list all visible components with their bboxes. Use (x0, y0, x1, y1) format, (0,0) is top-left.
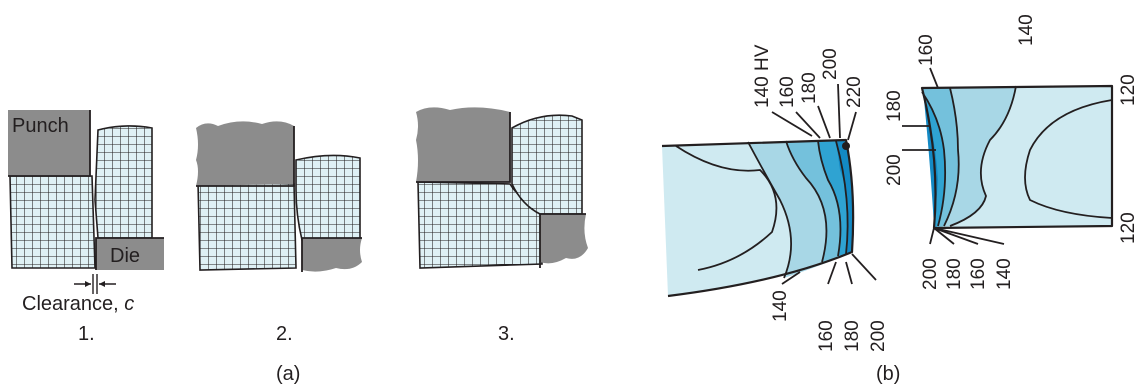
right-bottom-label: 180 (944, 258, 965, 290)
stage-2-diagram: 2. (196, 121, 362, 345)
burr-point (842, 142, 850, 150)
left-bottom-label: 140 (770, 290, 791, 322)
stage-1-diagram: Punch Die Clearance, c 1. (8, 110, 164, 345)
sheet-right (295, 154, 361, 241)
punch (196, 121, 294, 186)
zone-180 (922, 92, 946, 228)
die (540, 214, 588, 264)
left-piece: 140 HV 160 180 200 220 140 160 180 200 (661, 44, 889, 352)
right-side-label: 120 (1118, 74, 1138, 106)
right-top-label: 160 (916, 34, 937, 66)
right-bottom-label: 160 (968, 258, 989, 290)
sheet-right (94, 125, 153, 239)
right-piece: 160 140 180 200 120 120 200 180 160 140 (884, 14, 1138, 290)
zone-220 (836, 140, 854, 254)
caption-a: (a) (276, 363, 300, 385)
left-top-label: 140 HV (752, 44, 773, 108)
part-a-diagram: Punch Die Clearance, c 1. (8, 107, 588, 385)
stage-2-label: 2. (276, 323, 293, 345)
clearance-marker (74, 274, 116, 294)
die (96, 238, 164, 270)
punch-label: Punch (12, 115, 69, 137)
right-left-label: 200 (884, 154, 905, 186)
stage-3-label: 3. (498, 323, 515, 345)
punch (8, 110, 90, 176)
right-bottom-label: 140 (994, 258, 1015, 290)
left-top-label: 160 (777, 76, 798, 108)
right-side-label: 120 (1118, 212, 1138, 244)
left-bottom-label: 200 (868, 320, 889, 352)
sheet-left (9, 175, 96, 269)
stage-3-diagram: 3. (416, 107, 588, 345)
die (302, 238, 362, 272)
clearance-label: Clearance, c (22, 293, 134, 315)
stage-1-label: 1. (78, 323, 95, 345)
left-bottom-label: 180 (842, 320, 863, 352)
part-b-diagram: 140 HV 160 180 200 220 140 160 180 200 (661, 14, 1138, 385)
sheet-left (197, 181, 297, 271)
left-bottom-label: 160 (816, 320, 837, 352)
right-top-label: 140 (1016, 14, 1037, 46)
caption-b: (b) (876, 363, 900, 385)
sheet-right (511, 114, 583, 215)
left-top-label: 200 (820, 48, 841, 80)
right-bottom-label: 200 (920, 258, 941, 290)
die-label: Die (110, 245, 140, 267)
left-top-label: 220 (844, 76, 865, 108)
left-top-label: 180 (799, 72, 820, 104)
right-left-label: 180 (884, 90, 905, 122)
punch (416, 107, 510, 182)
